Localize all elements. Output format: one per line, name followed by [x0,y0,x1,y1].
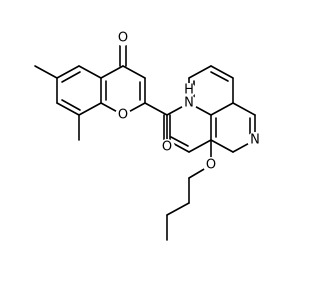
atom-n-quinoline: N [247,132,263,148]
atom-label-o4: O [118,31,128,46]
atom-label-background [247,132,263,148]
atom-label-o-amide: O [162,140,172,155]
atom-label-background [182,83,196,97]
atom-label-n-quinoline: N [250,133,260,148]
bond [170,136,189,147]
bond [61,71,81,83]
bonds [34,44,256,241]
atom-labels: O O O N H N O [115,30,263,173]
bond [144,102,168,116]
atom-o1: O [115,107,131,123]
bond [210,102,234,116]
bond [210,139,234,153]
bond [61,99,81,111]
bond [56,65,80,79]
bond [78,65,102,79]
chemical-structure: O O O N H N O [34,30,263,241]
bond [210,65,234,79]
bond [56,102,80,116]
atom-label-o-ether: O [206,158,216,173]
atom-label-background [115,30,131,46]
bond [188,139,212,153]
atom-label-background [115,107,131,123]
atom-o-amide: O [159,139,175,155]
atom-label-background [203,157,219,173]
bond [188,65,212,79]
atom-label-background [159,139,175,155]
bond [34,65,58,79]
atom-h-amide: H [182,83,196,98]
atom-label-o1: O [118,108,128,123]
atom-o4: O [115,30,131,46]
bond [232,102,256,116]
atom-n-amide: N [181,95,197,111]
bond [122,65,146,79]
bond [166,202,190,216]
atom-label-n-amide: N [184,96,194,111]
atom-label-background [181,95,197,111]
bond [78,102,102,116]
bond [100,65,124,79]
atom-label-h-amide: H [184,83,194,98]
bond [210,71,229,82]
atom-o-ether: O [203,157,219,173]
